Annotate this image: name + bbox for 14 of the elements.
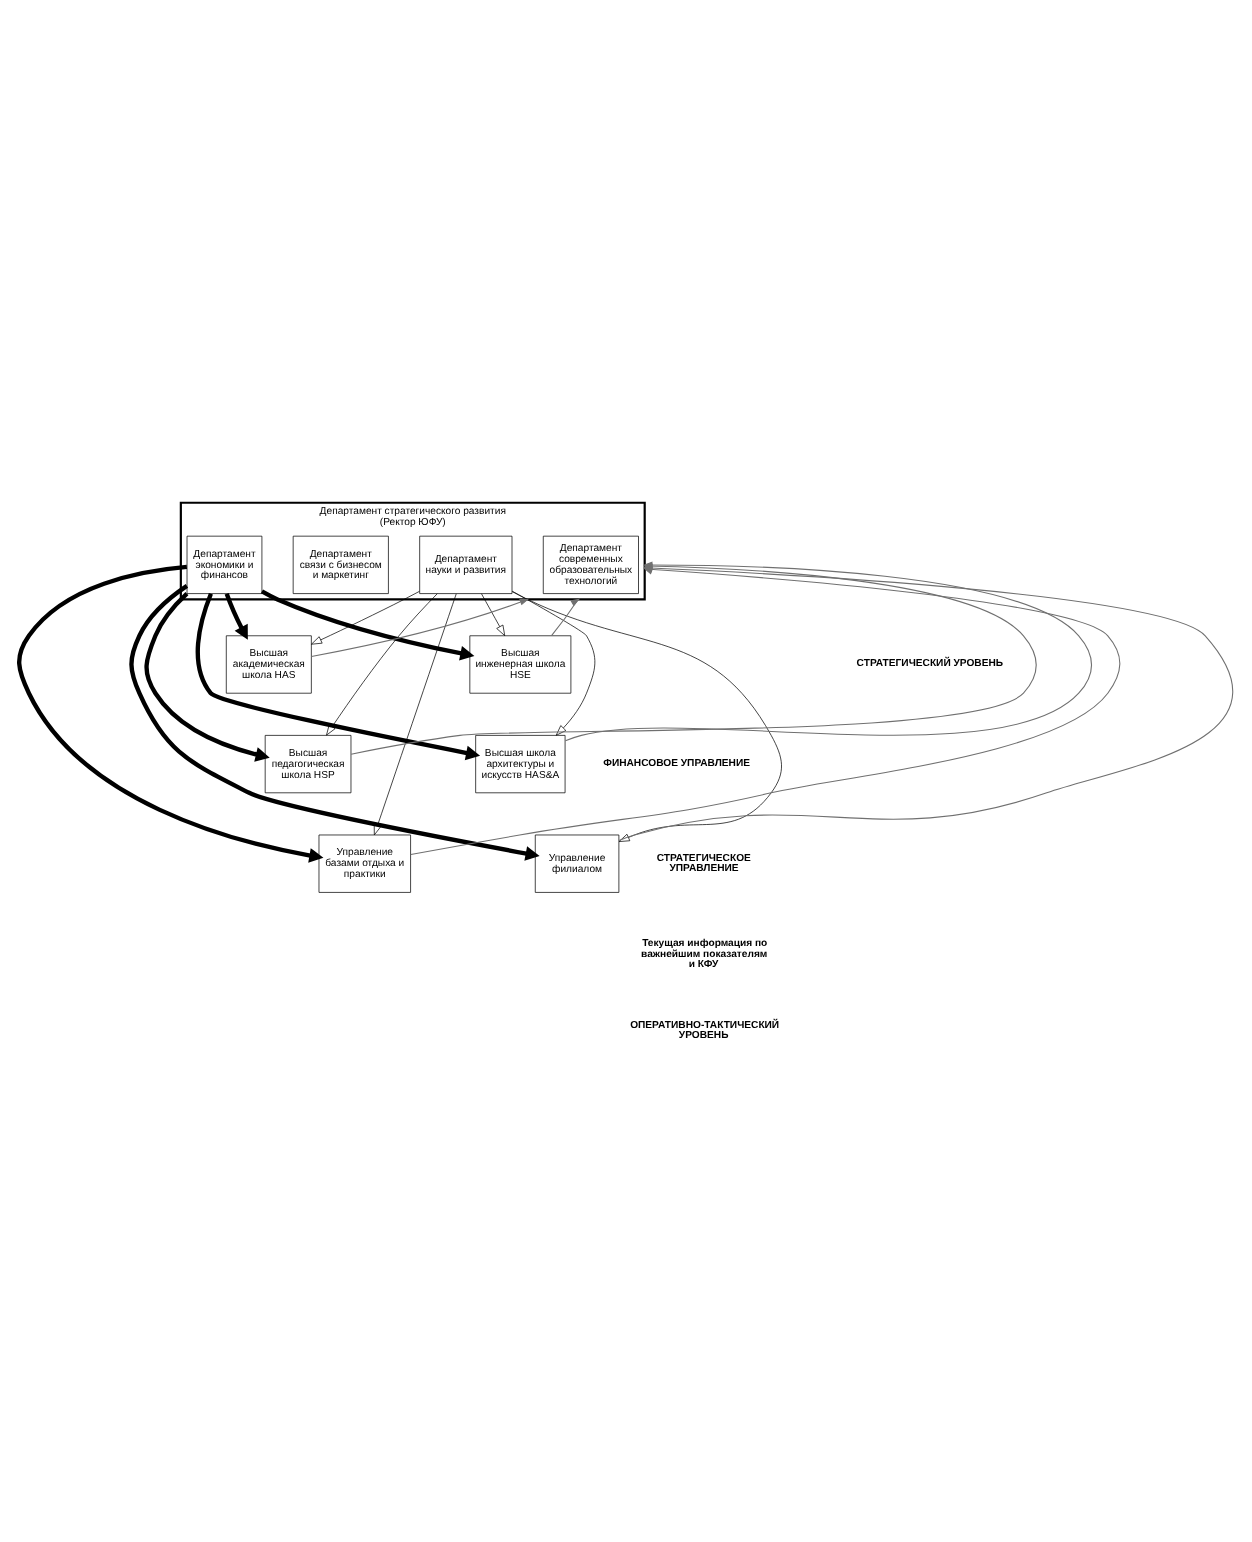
arrow	[511, 591, 782, 842]
arrow	[144, 591, 270, 762]
arrow	[511, 590, 596, 736]
arrow	[129, 584, 540, 861]
arrow	[373, 593, 457, 836]
arrow	[195, 592, 481, 761]
arrow	[310, 598, 530, 658]
arrow	[481, 593, 506, 636]
arrow	[311, 591, 420, 645]
arrow	[326, 593, 438, 736]
arrow	[224, 593, 248, 640]
arrow	[17, 564, 324, 863]
arrow	[260, 589, 475, 661]
arrow	[551, 598, 581, 637]
